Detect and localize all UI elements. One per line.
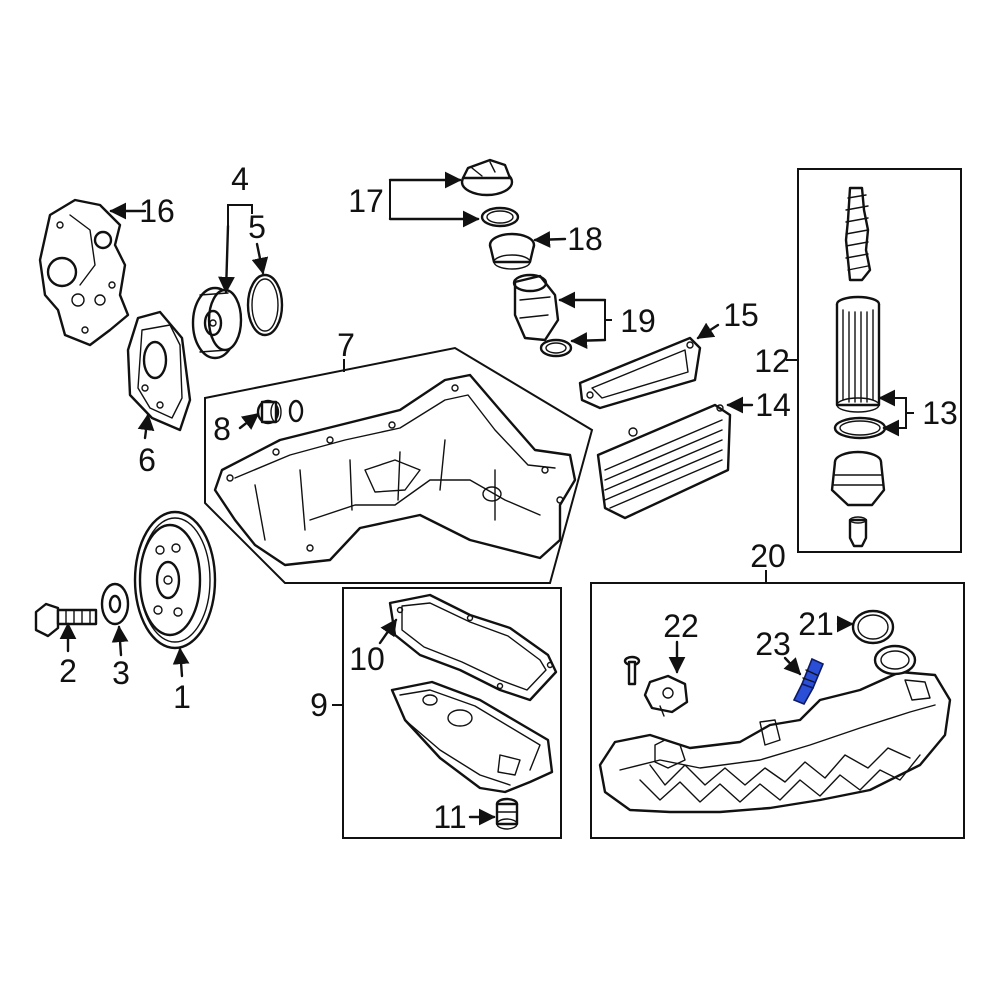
- bolt-part-2[interactable]: [34, 602, 98, 638]
- callout-2: 2: [59, 653, 77, 689]
- leader-lines: [59, 171, 914, 826]
- intake-manifold-part-20[interactable]: [598, 670, 952, 814]
- callout-labels: 1 2 3 4 5 6 7 8 9 10 11 12 13 14 15 16 1…: [59, 161, 958, 835]
- callout-13: 13: [922, 395, 958, 431]
- callout-15: 15: [723, 297, 759, 333]
- callout-16: 16: [139, 193, 175, 229]
- filter-cap-part-12[interactable]: [830, 450, 886, 507]
- callout-19: 19: [620, 303, 656, 339]
- lower-oil-pan-part-9[interactable]: [390, 680, 554, 794]
- filter-o-ring-part-13[interactable]: [833, 416, 887, 440]
- callout-14: 14: [755, 387, 791, 423]
- oil-cooler-part-14[interactable]: [596, 403, 732, 520]
- sensor-bracket-part-22[interactable]: [643, 674, 689, 717]
- group-frame-20: [590, 582, 965, 839]
- cooler-gasket-part-15[interactable]: [578, 336, 702, 410]
- callout-1: 1: [173, 679, 191, 715]
- callout-5: 5: [248, 209, 266, 245]
- callout-3: 3: [112, 655, 130, 691]
- group-frame-9: [342, 587, 562, 839]
- callout-23: 23: [755, 626, 791, 662]
- water-pump-part-4[interactable]: [191, 286, 243, 360]
- tube-seal-part-19[interactable]: [539, 338, 573, 358]
- filler-neck-ring-part-18[interactable]: [488, 232, 536, 270]
- callout-7: 7: [337, 327, 355, 363]
- callout-22: 22: [663, 608, 699, 644]
- callout-17: 17: [348, 183, 384, 219]
- callout-12: 12: [754, 343, 790, 379]
- manifold-o-ring-part-21[interactable]: [851, 609, 895, 645]
- plug-part-8[interactable]: [256, 399, 304, 425]
- callout-9: 9: [310, 687, 328, 723]
- damper-pulley-part-1[interactable]: [133, 510, 217, 650]
- group-frame-7: [204, 346, 594, 584]
- highlighted-sensor-part-23[interactable]: [792, 657, 825, 706]
- callout-18: 18: [567, 221, 603, 257]
- callout-8: 8: [213, 411, 231, 447]
- filler-cap-part-17[interactable]: [460, 158, 514, 197]
- cap-seal-part-17[interactable]: [480, 206, 520, 228]
- callout-10: 10: [349, 641, 385, 677]
- filter-element-part-13[interactable]: [835, 295, 881, 413]
- callout-20: 20: [750, 538, 786, 574]
- callout-21: 21: [798, 606, 834, 642]
- callout-6: 6: [138, 442, 156, 478]
- callout-4: 4: [231, 161, 249, 197]
- cover-gasket-part-6[interactable]: [126, 310, 192, 432]
- drain-plug-part-11[interactable]: [495, 797, 519, 830]
- callout-11: 11: [433, 799, 466, 835]
- manifold-flange-seal[interactable]: [873, 644, 917, 676]
- filler-tube-part-19[interactable]: [512, 273, 560, 342]
- oil-pan-gasket-part-10[interactable]: [388, 593, 558, 702]
- mounting-bolt[interactable]: [623, 655, 641, 686]
- front-cover-part-16[interactable]: [38, 198, 130, 347]
- filter-spring-part-12[interactable]: [844, 186, 872, 282]
- filter-drain-plug-part-12[interactable]: [848, 516, 868, 548]
- washer-part-3[interactable]: [100, 582, 130, 626]
- upper-oil-pan-part-7[interactable]: [213, 373, 577, 567]
- o-ring-part-5[interactable]: [246, 273, 284, 337]
